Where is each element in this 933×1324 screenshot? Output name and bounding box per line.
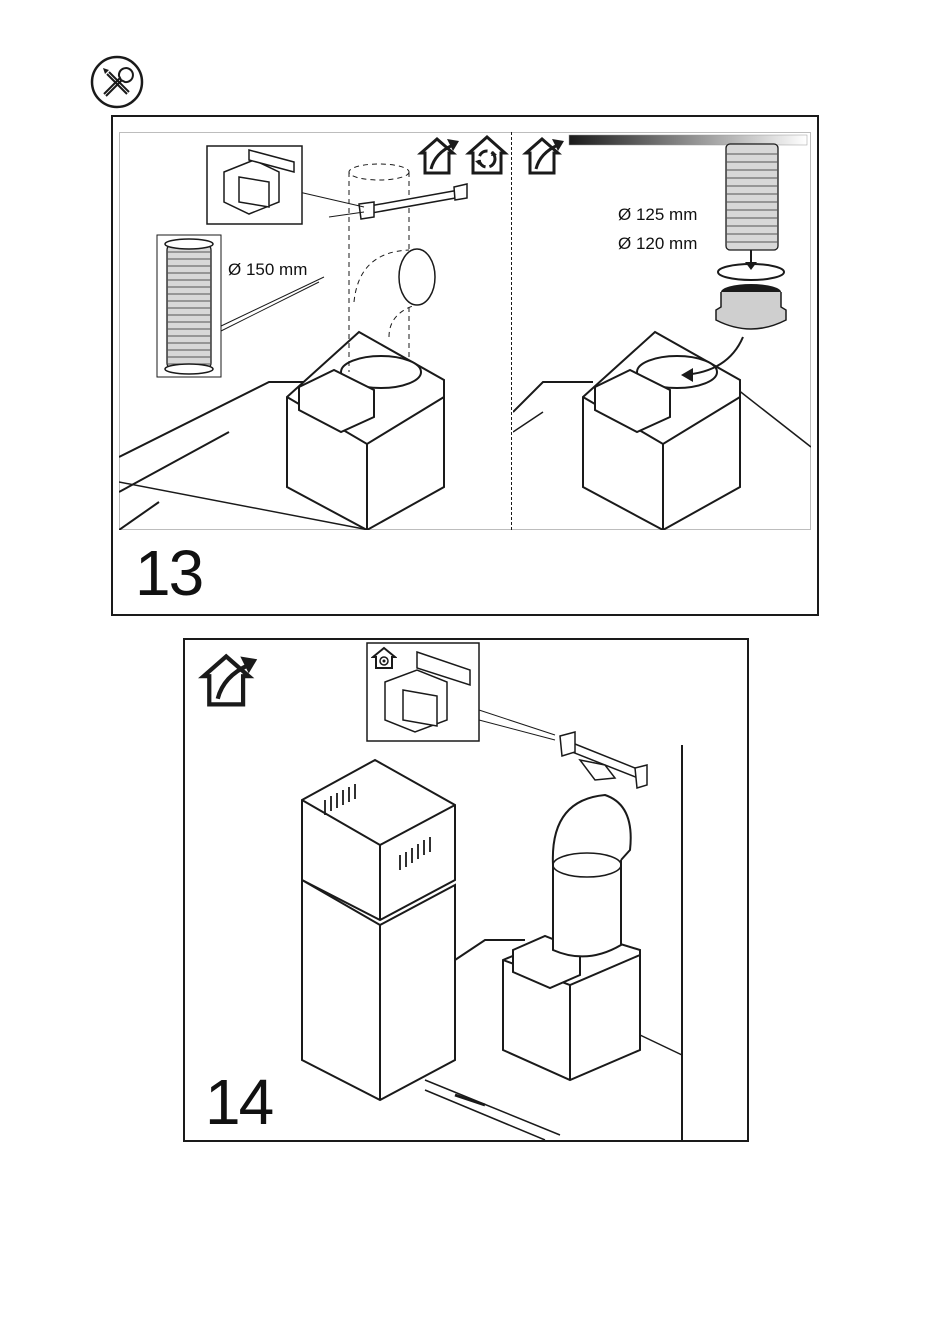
duct-120-label: Ø 120 mm <box>618 234 697 254</box>
step-14-frame: 14 <box>183 638 749 1142</box>
step-14-number: 14 <box>205 1070 272 1134</box>
tools-icon <box>89 54 145 110</box>
step-13-left-illustration <box>119 132 512 530</box>
house-recycle-icon <box>465 133 509 177</box>
house-arrow-icon-right <box>522 133 566 177</box>
house-arrow-icon-step14 <box>197 648 261 710</box>
duct-150-label: Ø 150 mm <box>228 260 307 280</box>
step-13-frame: Ø 150 mm Ø 125 mm Ø 120 mm 13 <box>111 115 819 616</box>
step-13-right-illustration <box>513 132 811 530</box>
step-13-number: 13 <box>135 541 202 605</box>
step-14-illustration <box>185 640 747 1140</box>
house-filter-icon <box>371 646 397 670</box>
duct-125-label: Ø 125 mm <box>618 205 697 225</box>
step-13-separator <box>511 132 512 530</box>
house-arrow-icon <box>417 133 461 177</box>
